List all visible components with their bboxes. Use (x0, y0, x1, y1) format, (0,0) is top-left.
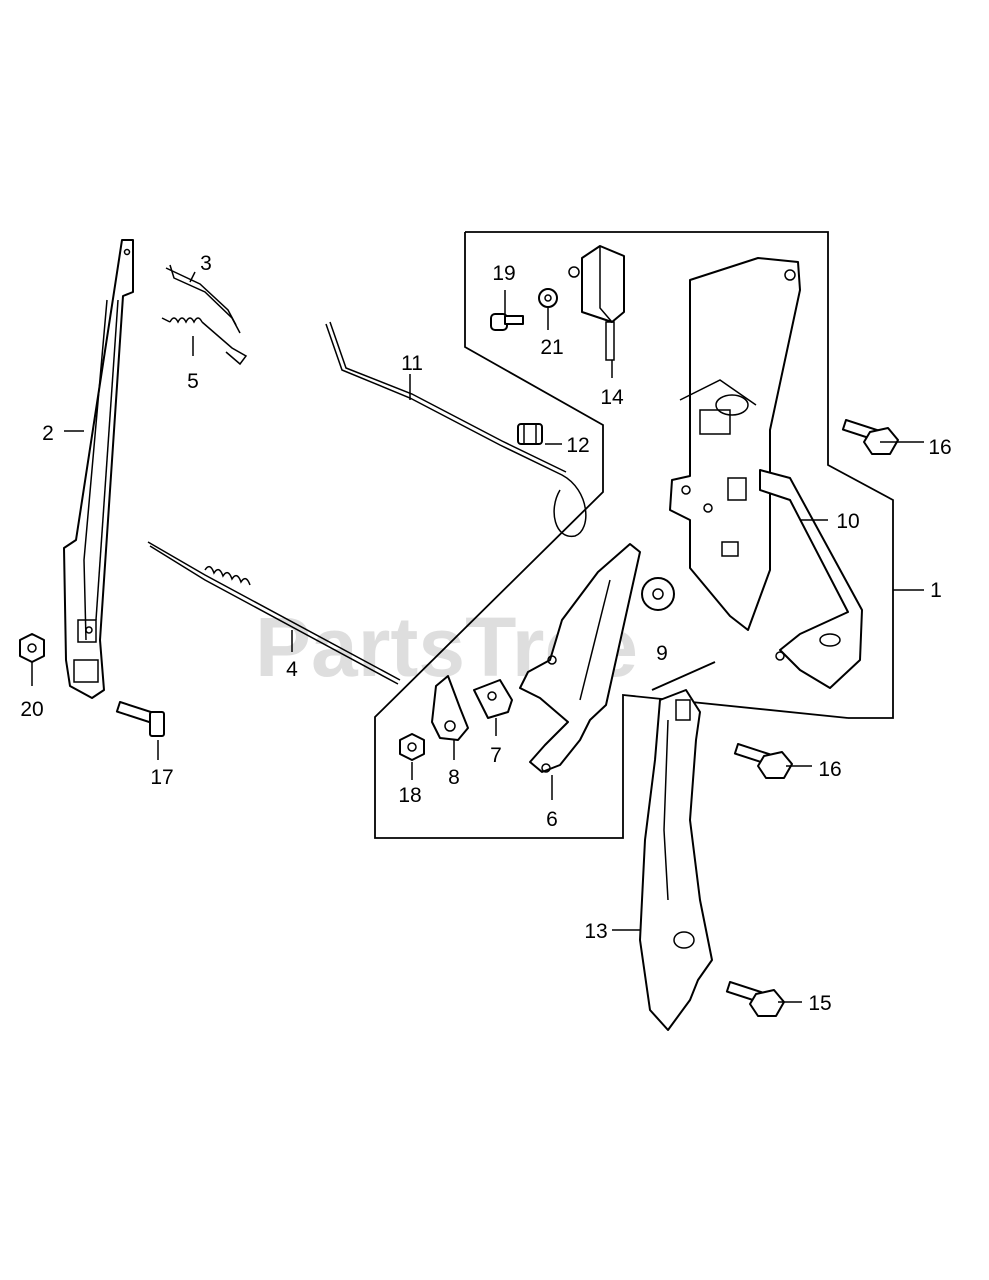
part-7-washer[interactable] (473, 679, 513, 719)
part-10-lever-plate[interactable] (759, 469, 863, 689)
part-16-bolt-upper[interactable] (841, 419, 899, 455)
label-19: 19 (492, 262, 515, 285)
part-12-nut[interactable] (517, 423, 543, 445)
label-2: 2 (42, 422, 54, 445)
part-20-nut[interactable] (19, 633, 45, 663)
part-9-washer[interactable] (641, 577, 675, 611)
label-12: 12 (566, 434, 589, 457)
part-18-nut[interactable] (399, 733, 425, 761)
label-14: 14 (600, 386, 624, 409)
part-4-rod[interactable] (147, 541, 401, 685)
label-9: 9 (656, 642, 668, 665)
label-1: 1 (930, 579, 942, 602)
label-18: 18 (398, 784, 421, 807)
label-4: 4 (286, 658, 298, 681)
label-15: 15 (808, 992, 831, 1015)
part-5-spring[interactable] (161, 317, 248, 366)
part-19-bolt[interactable] (490, 313, 524, 331)
part-15-bolt[interactable] (725, 981, 785, 1017)
label-16-middle: 16 (818, 758, 841, 781)
label-3: 3 (200, 252, 212, 275)
label-16-upper: 16 (928, 436, 951, 459)
part-14-switch[interactable] (568, 245, 625, 361)
part-17-bolt[interactable] (115, 701, 165, 737)
label-8: 8 (448, 766, 460, 789)
label-21: 21 (540, 336, 563, 359)
label-6: 6 (546, 808, 558, 831)
leader-lines (31, 271, 924, 1003)
label-10: 10 (836, 510, 859, 533)
label-17: 17 (150, 766, 173, 789)
label-7: 7 (490, 744, 502, 767)
label-13: 13 (584, 920, 607, 943)
part-1-control-base[interactable] (669, 257, 801, 631)
part-3-spring-clip[interactable] (165, 264, 241, 334)
part-16-bolt-middle[interactable] (733, 743, 793, 779)
part-labels: 1 2 3 4 5 6 7 8 9 10 11 12 13 14 15 16 1… (20, 252, 951, 1015)
label-20: 20 (20, 698, 43, 721)
part-8-small-lever[interactable] (431, 675, 469, 741)
part-13-cover-panel[interactable] (639, 689, 713, 1031)
label-11: 11 (401, 352, 423, 375)
label-5: 5 (187, 370, 199, 393)
part-2-strip-bracket[interactable] (63, 239, 134, 699)
part-11-wire-rod[interactable] (325, 321, 587, 537)
part-6-lever-arm[interactable] (519, 543, 641, 773)
part-21-washer[interactable] (538, 288, 558, 308)
